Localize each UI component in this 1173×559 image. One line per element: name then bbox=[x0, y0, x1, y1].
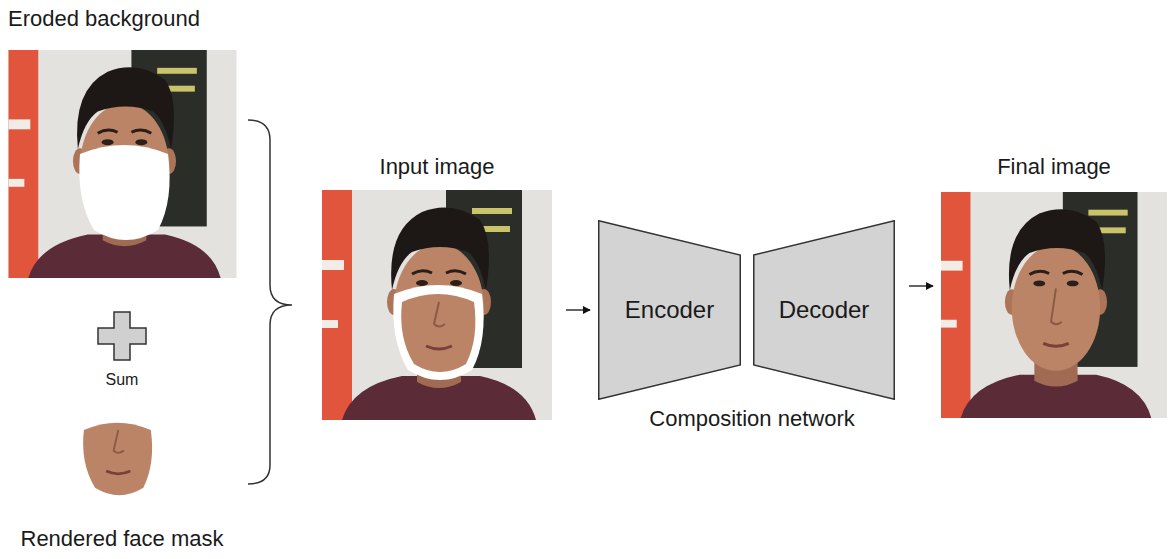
trapezoid-outline bbox=[599, 221, 741, 400]
input-photo bbox=[322, 190, 552, 420]
illustration-part bbox=[79, 145, 169, 240]
operation-label: Sum bbox=[106, 370, 139, 390]
illustration-part bbox=[322, 190, 552, 420]
illustration-part bbox=[401, 294, 475, 372]
flow-arrow bbox=[909, 285, 933, 286]
image-heading: Eroded background bbox=[8, 4, 237, 34]
group-label: Composition network bbox=[649, 405, 854, 433]
flow-arrow bbox=[566, 309, 590, 310]
illustration-part bbox=[9, 50, 237, 278]
image-panel: Input image bbox=[322, 152, 552, 420]
image-heading: Final image bbox=[941, 152, 1167, 182]
illustration-part bbox=[941, 192, 1167, 418]
image-heading: Input image bbox=[322, 152, 552, 182]
block-label: Encoder bbox=[625, 295, 714, 325]
trapezoid-outline bbox=[754, 221, 895, 400]
eroded-photo bbox=[9, 50, 237, 278]
image-area bbox=[4, 416, 240, 502]
image-area bbox=[941, 190, 1167, 420]
image-panel: Final image bbox=[941, 152, 1167, 420]
image-panel: Eroded background bbox=[8, 4, 237, 278]
image-panel: Rendered face mask bbox=[4, 416, 240, 552]
final-photo bbox=[941, 192, 1167, 418]
illustration-part bbox=[393, 285, 483, 380]
block-text-holder: Encoder bbox=[598, 220, 741, 400]
block-label: Decoder bbox=[779, 295, 870, 325]
network-block: Decoder bbox=[753, 220, 895, 400]
illustration-part bbox=[393, 285, 483, 380]
plus-symbol bbox=[98, 312, 146, 360]
block-text-holder: Decoder bbox=[753, 220, 895, 400]
image-area bbox=[8, 50, 237, 278]
illustration-part bbox=[79, 145, 169, 240]
network-block: Encoder bbox=[598, 220, 741, 400]
face-mask-render bbox=[83, 423, 152, 496]
illustration-part bbox=[83, 423, 152, 496]
bracket bbox=[248, 120, 292, 484]
image-heading: Rendered face mask bbox=[4, 526, 240, 552]
image-area bbox=[322, 190, 552, 420]
